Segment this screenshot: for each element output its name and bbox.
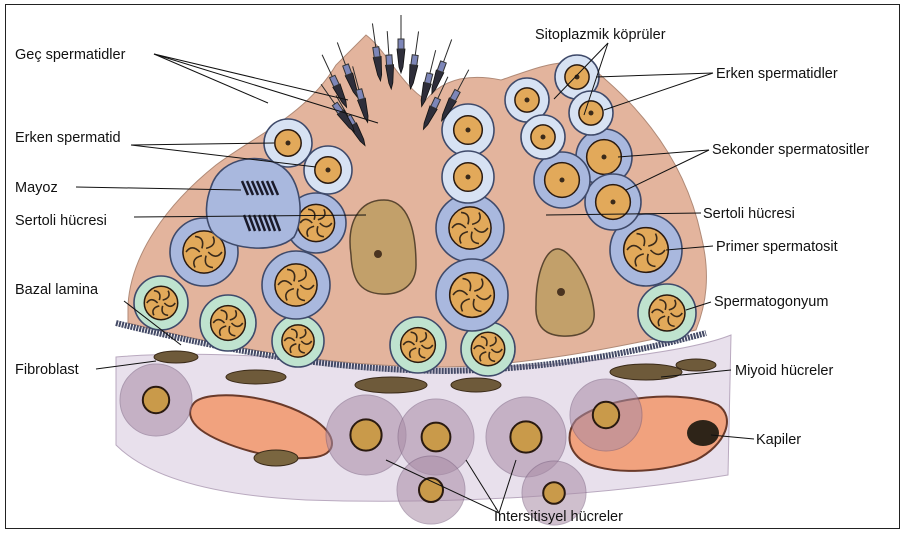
interstitial-nucleus xyxy=(543,482,565,504)
interstitial-nucleus xyxy=(593,402,619,428)
myoid-cell xyxy=(610,364,682,380)
nucleolus xyxy=(286,141,291,146)
spermatid-midpiece xyxy=(386,55,393,65)
label-sekonder-spermatositler: Sekonder spermatositler xyxy=(712,142,869,158)
cell-nucleus xyxy=(401,328,436,363)
cell-nucleus xyxy=(450,273,495,318)
leader-line xyxy=(154,54,268,103)
cell-nucleus xyxy=(649,295,685,331)
label-erken-spermatidler: Erken spermatidler xyxy=(716,66,838,82)
nucleolus xyxy=(525,98,530,103)
sertoli-nucleolus xyxy=(374,250,382,258)
cell-nucleus xyxy=(211,306,246,341)
nucleolus xyxy=(589,111,594,116)
interstitial-nucleus xyxy=(143,387,169,413)
myoid-cell xyxy=(154,351,198,363)
label-sitoplazmik-kopruler: Sitoplazmik köprüler xyxy=(535,27,666,43)
cell-nucleus xyxy=(144,286,177,319)
interstitial-nucleus xyxy=(422,423,451,452)
label-fibroblast: Fibroblast xyxy=(15,362,79,378)
spermatid-midpiece xyxy=(437,61,446,72)
leader-line xyxy=(604,73,713,110)
cell-nucleus xyxy=(297,204,334,241)
sertoli-nucleolus xyxy=(557,288,565,296)
label-intersitisyel-hucreler: İntersitisyel hücreler xyxy=(494,509,623,525)
cell-nucleus xyxy=(449,207,491,249)
spermatid-midpiece xyxy=(425,73,433,84)
cell-nucleus xyxy=(282,325,314,357)
nucleolus xyxy=(560,178,565,183)
interstitial-nucleus xyxy=(510,421,541,452)
label-erken-spermatid: Erken spermatid xyxy=(15,130,121,146)
label-primer-spermatosit: Primer spermatosit xyxy=(716,239,838,255)
label-kapiler: Kapiler xyxy=(756,432,801,448)
nucleolus xyxy=(466,128,471,133)
fibroblast-cell xyxy=(254,450,298,466)
label-sertoli-left: Sertoli hücresi xyxy=(15,213,107,229)
myoid-cell xyxy=(355,377,427,393)
label-gec-spermatidler: Geç spermatidler xyxy=(15,47,125,63)
seminiferous-epithelium-diagram xyxy=(6,5,901,530)
leader-line xyxy=(596,73,713,77)
spermatid-midpiece xyxy=(398,39,404,49)
sertoli-nucleus xyxy=(350,200,416,294)
nucleolus xyxy=(541,135,546,140)
spermatid-midpiece xyxy=(411,55,418,66)
label-miyoid-hucreler: Miyoid hücreler xyxy=(735,363,833,379)
cell-nucleus xyxy=(624,228,669,273)
spermatid-head xyxy=(397,49,405,73)
spermatid-midpiece xyxy=(373,47,380,58)
myoid-cell xyxy=(226,370,286,384)
nucleolus xyxy=(466,175,471,180)
label-bazal-lamina: Bazal lamina xyxy=(15,282,98,298)
late-spermatid xyxy=(397,15,405,73)
leader-line xyxy=(154,54,348,100)
endothelial-nucleus xyxy=(687,420,719,446)
interstitial-nucleus xyxy=(350,419,381,450)
myoid-cell xyxy=(451,378,501,392)
cell-nucleus xyxy=(275,264,317,306)
late-spermatid xyxy=(407,31,423,90)
nucleolus xyxy=(326,168,331,173)
cell-nucleus xyxy=(471,332,504,365)
nucleolus xyxy=(602,155,607,160)
label-sertoli-right: Sertoli hücresi xyxy=(703,206,795,222)
nucleolus xyxy=(611,200,616,205)
label-spermatogonyum: Spermatogonyum xyxy=(714,294,828,310)
myoid-cell xyxy=(676,359,716,371)
label-mayoz: Mayoz xyxy=(15,180,58,196)
meiotic-cell xyxy=(206,159,300,249)
figure-frame: Geç spermatidler Erken spermatid Mayoz S… xyxy=(5,4,900,529)
